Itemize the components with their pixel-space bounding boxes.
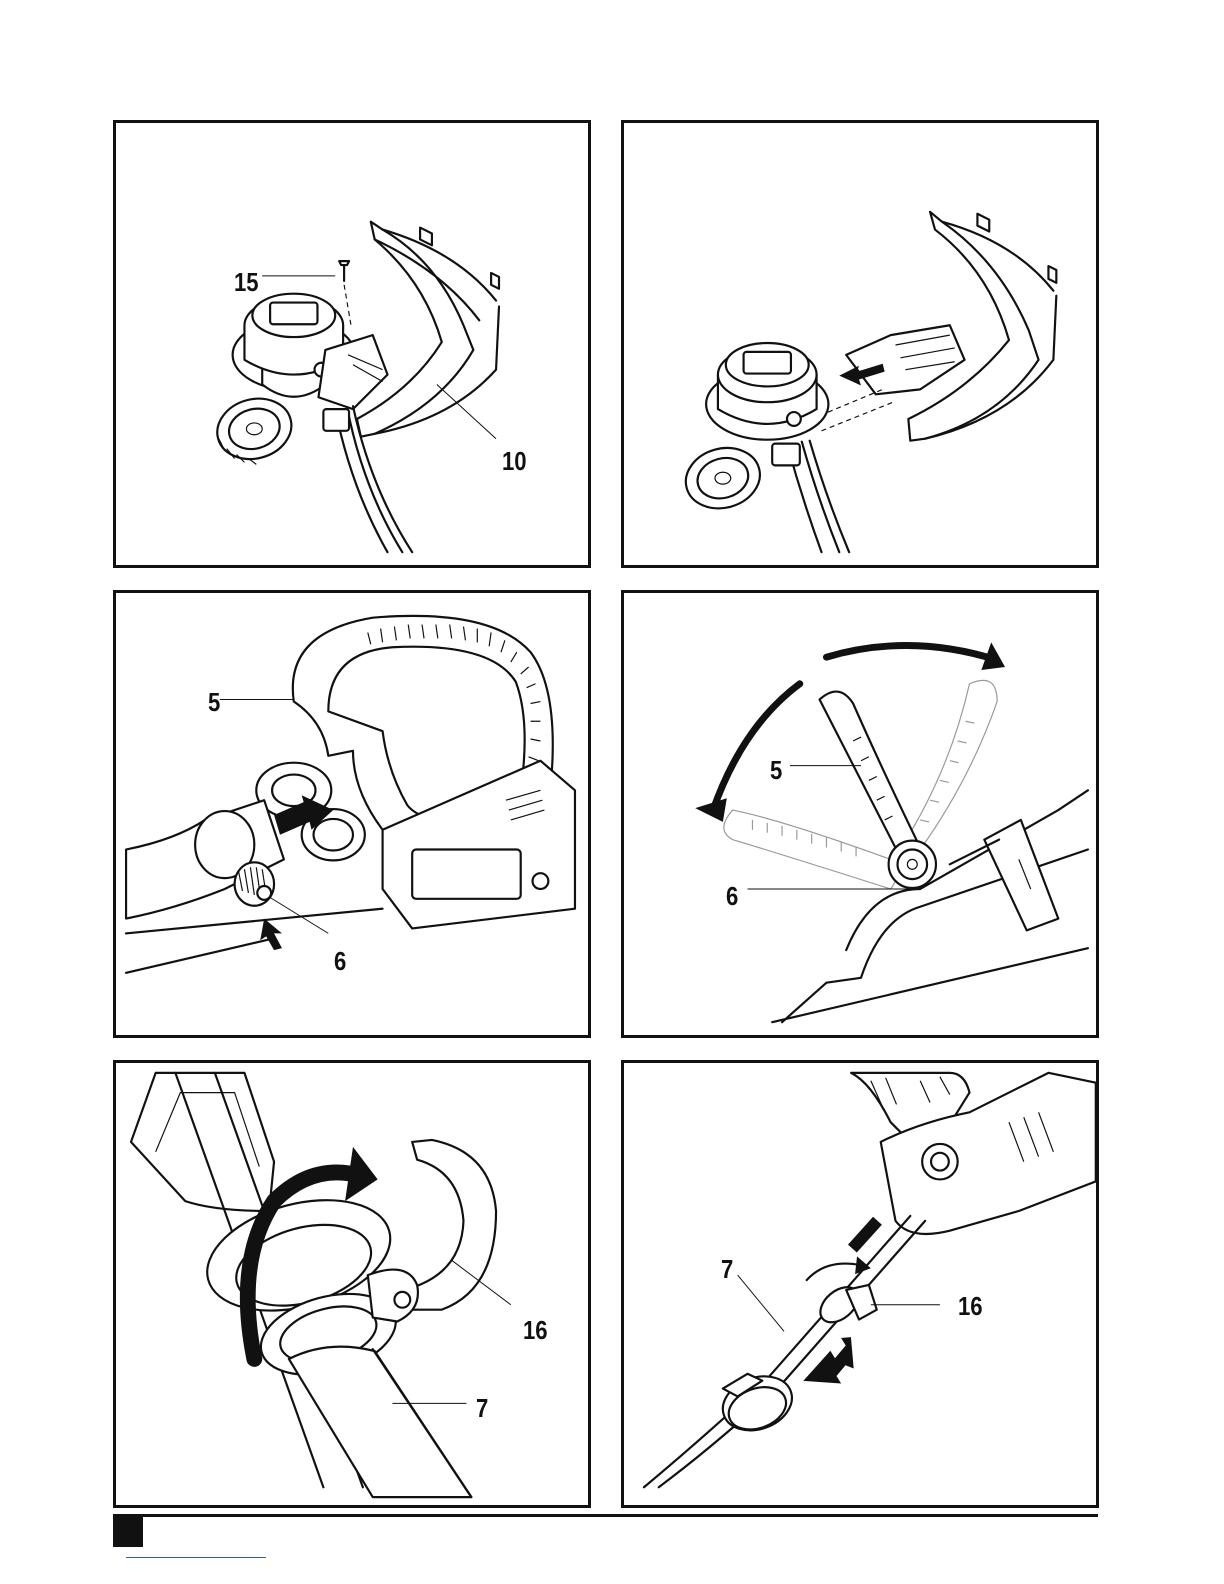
figure-6-drawing (624, 1063, 1096, 1505)
figure-5-drawing (116, 1063, 588, 1505)
callout-7: 7 (721, 1256, 733, 1282)
callout-15: 15 (234, 269, 259, 295)
figure-4-drawing (624, 593, 1096, 1035)
figure-2-guard-slide-on (621, 120, 1099, 568)
figure-2-drawing (624, 123, 1096, 565)
figure-4-handle-rotation: 5 6 (621, 590, 1099, 1038)
callout-5: 5 (208, 689, 220, 715)
footer-underline (126, 1557, 266, 1558)
figure-3-handle-release: 5 6 (113, 590, 591, 1038)
callout-16: 16 (958, 1293, 983, 1319)
figure-6-shaft-extend: 7 16 (621, 1060, 1099, 1508)
callout-5: 5 (770, 757, 782, 783)
callout-16: 16 (523, 1317, 548, 1343)
figure-1-drawing (116, 123, 588, 565)
page-marker (113, 1517, 143, 1547)
figure-5-collar-rotate: 16 7 (113, 1060, 591, 1508)
figure-1-guard-screw: 15 10 (113, 120, 591, 568)
callout-10: 10 (502, 448, 527, 474)
footer-rule (113, 1514, 1098, 1517)
callout-6: 6 (726, 883, 738, 909)
figure-3-drawing (116, 593, 588, 1035)
callout-6: 6 (334, 948, 346, 974)
callout-7: 7 (476, 1395, 488, 1421)
